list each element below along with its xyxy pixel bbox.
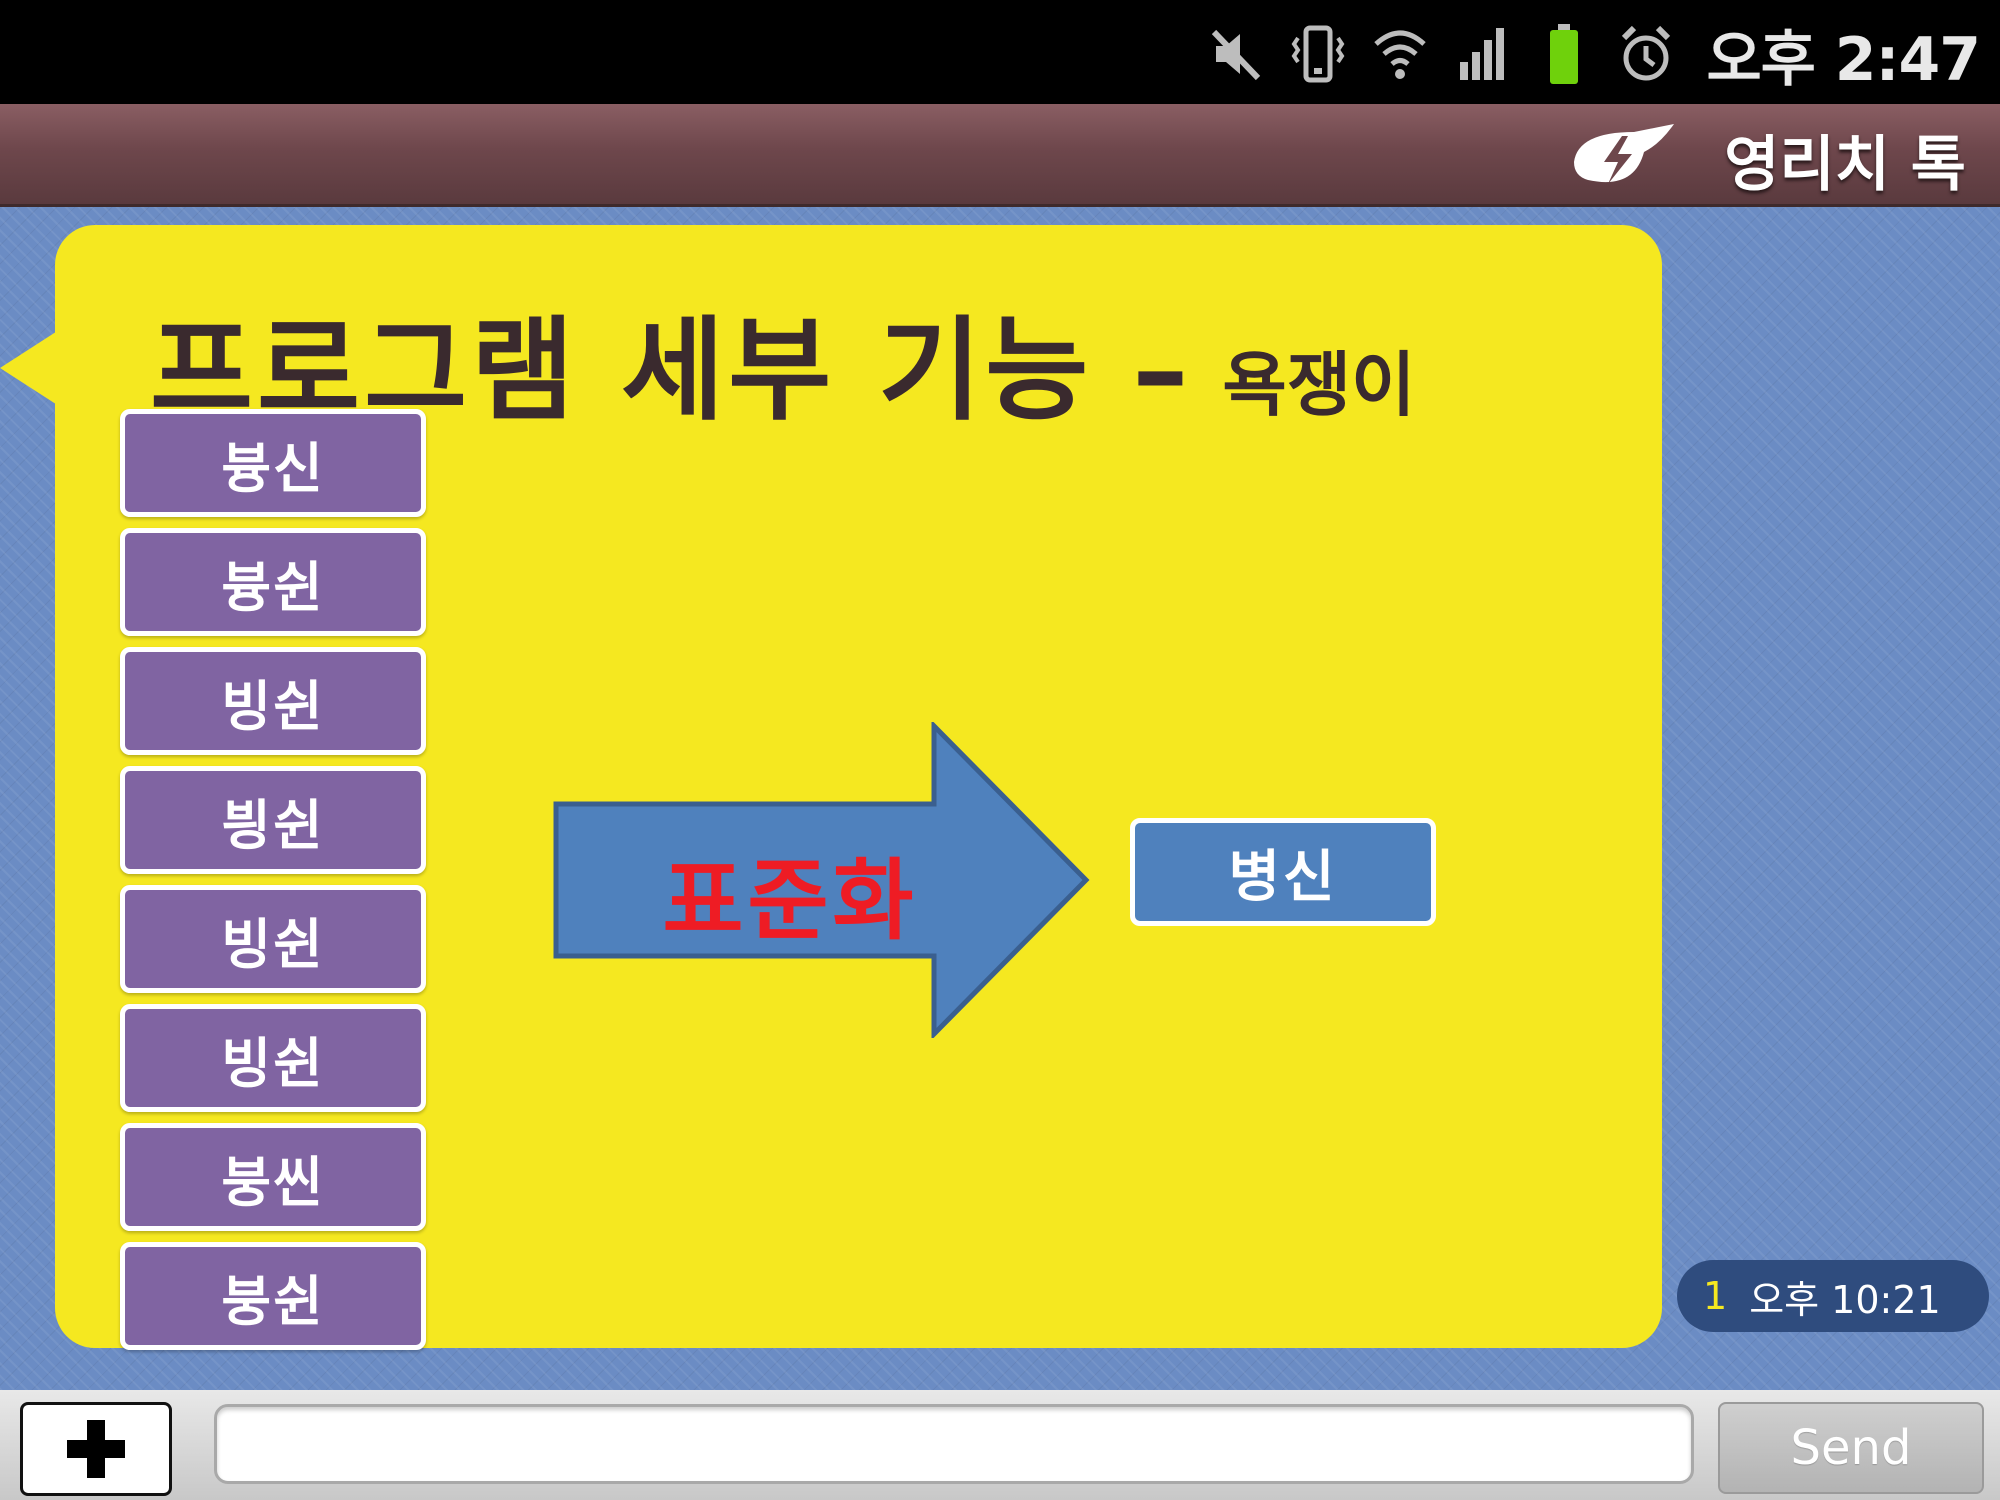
variant-box: 빙쉰 [120,885,426,993]
slide-subtitle: 욕쟁이 [1222,344,1416,426]
vibrate-icon [1292,25,1345,83]
variant-box: 빙쉰 [120,1004,426,1112]
bubble-tail [0,328,62,408]
app-header: 영리치 톡 [0,104,2000,207]
plus-icon [67,1420,125,1478]
mute-icon [1212,29,1261,81]
plus-button[interactable] [20,1402,172,1496]
variant-box: 븅쉰 [120,528,426,636]
result-box: 병신 [1130,818,1436,926]
variant-box: 빙쉰 [120,647,426,755]
signal-icon [1460,28,1505,80]
battery-icon [1550,24,1579,84]
variant-box: 붕쉰 [120,1242,426,1350]
status-bar: 오후 2:47 [0,0,2000,104]
unread-count: 1 [1703,1274,1728,1318]
variant-box: 븅신 [120,409,426,517]
variant-box: 붕씬 [120,1123,426,1231]
lightning-logo-icon [1574,124,1674,184]
message-input[interactable] [214,1404,1694,1484]
app-title: 영리치 톡 [1724,130,1966,200]
input-bar: Send [0,1390,2000,1500]
right-arrow-icon [553,722,1090,1038]
arrow-label: 표준화 [662,849,918,952]
alarm-icon [1622,25,1671,81]
status-clock: 오후 2:47 [1706,24,1981,95]
send-button[interactable]: Send [1718,1402,1984,1494]
slide-title-separator: – [1132,306,1193,436]
message-time: 오후 10:21 [1749,1277,1941,1322]
wifi-icon [1374,30,1427,79]
status-icons: 오후 2:47 [1208,14,1981,95]
variant-box: 븽쉰 [120,766,426,874]
message-meta: 1 오후 10:21 [1677,1260,1989,1332]
